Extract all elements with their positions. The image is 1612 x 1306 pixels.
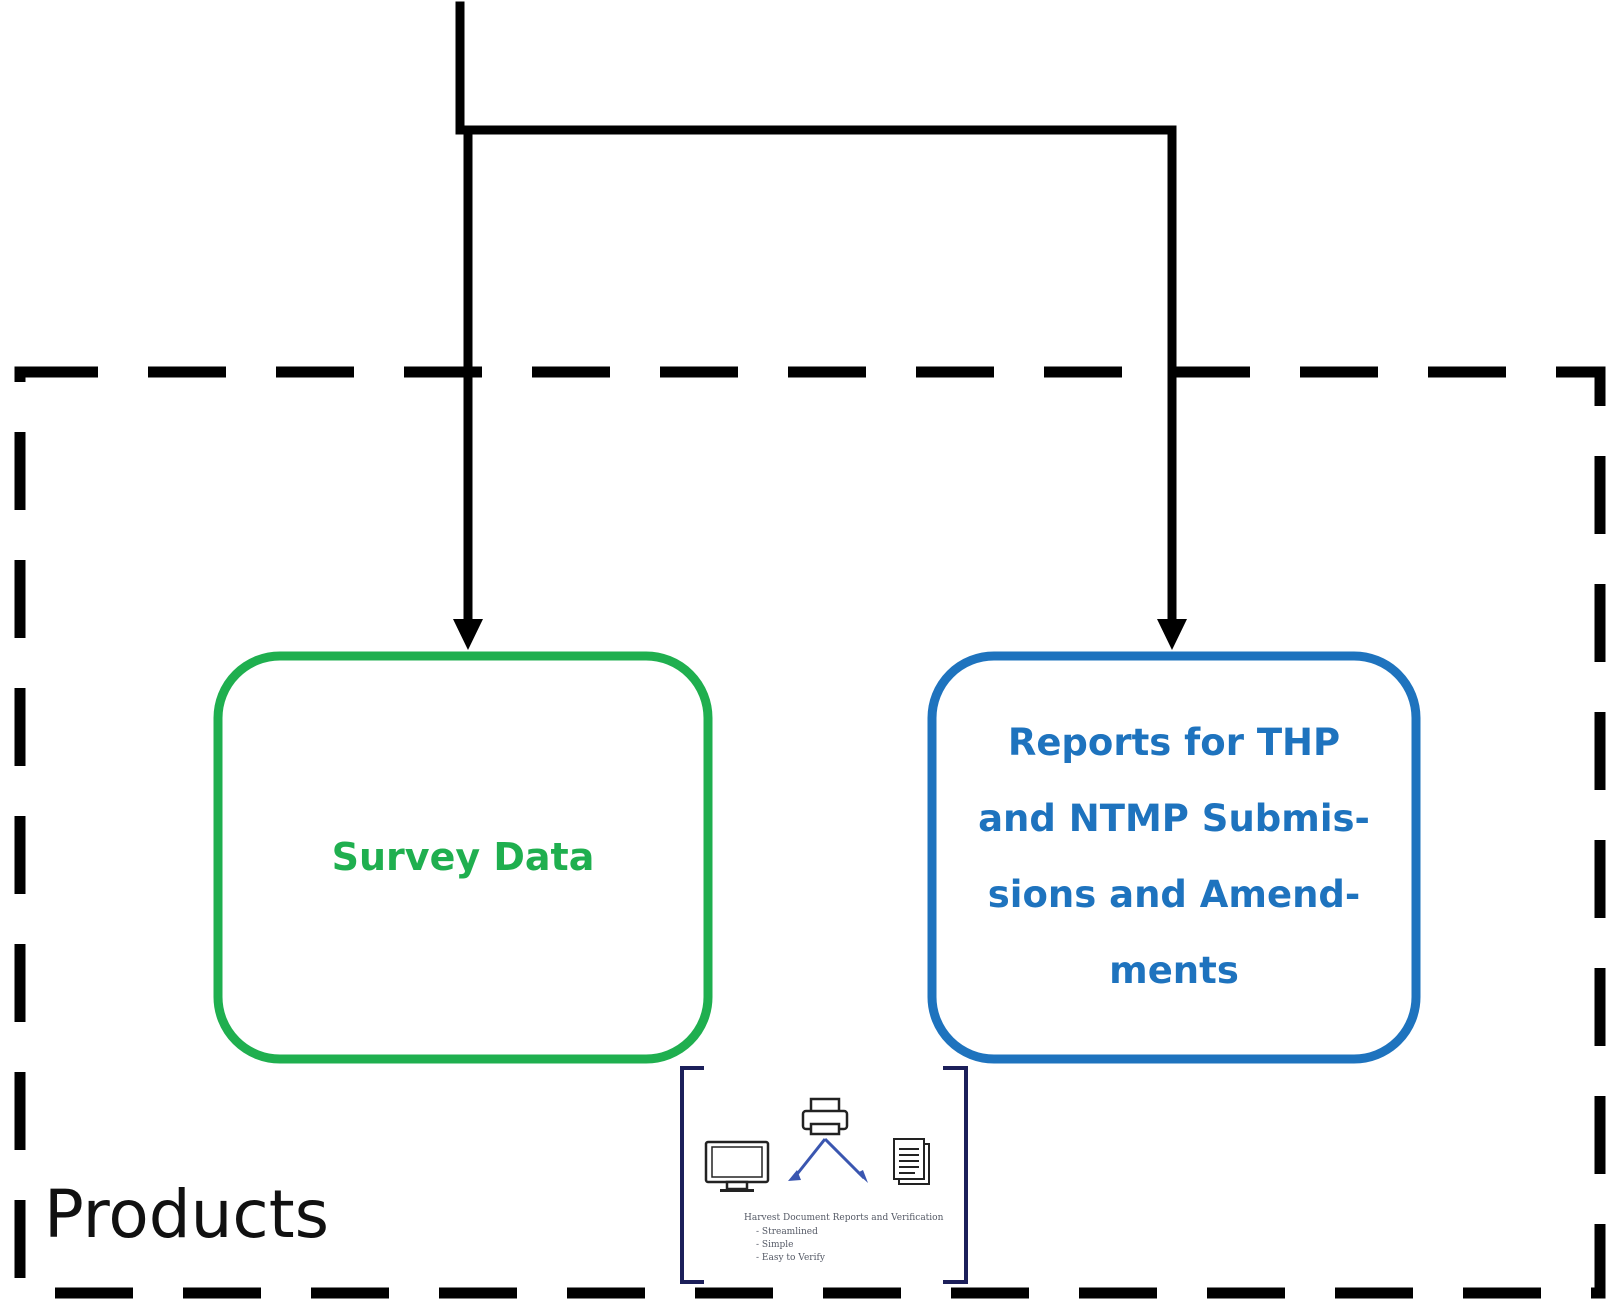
left-bracket xyxy=(680,1066,704,1284)
survey-data-label: Survey Data xyxy=(331,835,595,879)
card-flow-arrows xyxy=(792,1137,866,1180)
right-bracket xyxy=(943,1066,968,1284)
monitor-icon xyxy=(704,1140,770,1192)
document-card xyxy=(680,1066,968,1284)
card-flow-arrowhead-left xyxy=(788,1170,801,1181)
document-card-caption: Harvest Document Reports and Verificatio… xyxy=(744,1213,944,1223)
document-card-bullet-text: Simple xyxy=(761,1240,794,1250)
document-card-bullet: - Streamlined xyxy=(756,1227,818,1237)
reports-box xyxy=(927,651,1421,1064)
reports-label: Reports for THP and NTMP Submis- sions a… xyxy=(978,721,1370,992)
document-card-bullet-text: Streamlined xyxy=(761,1227,818,1237)
products-dashed-border xyxy=(14,366,1606,1299)
document-icon xyxy=(893,1138,930,1185)
printer-icon xyxy=(801,1097,849,1136)
connector-lines xyxy=(455,1,1177,627)
document-card-bullet: - Easy to Verify xyxy=(756,1253,825,1263)
survey-data-box xyxy=(213,651,713,1064)
document-card-bullet-text: Easy to Verify xyxy=(761,1253,825,1263)
products-label: Products xyxy=(44,1176,329,1253)
card-flow-arrowhead-right xyxy=(857,1170,868,1183)
reports-arrowhead xyxy=(1157,619,1187,650)
document-card-bullet: - Simple xyxy=(756,1240,794,1250)
survey-arrowhead xyxy=(453,619,483,650)
